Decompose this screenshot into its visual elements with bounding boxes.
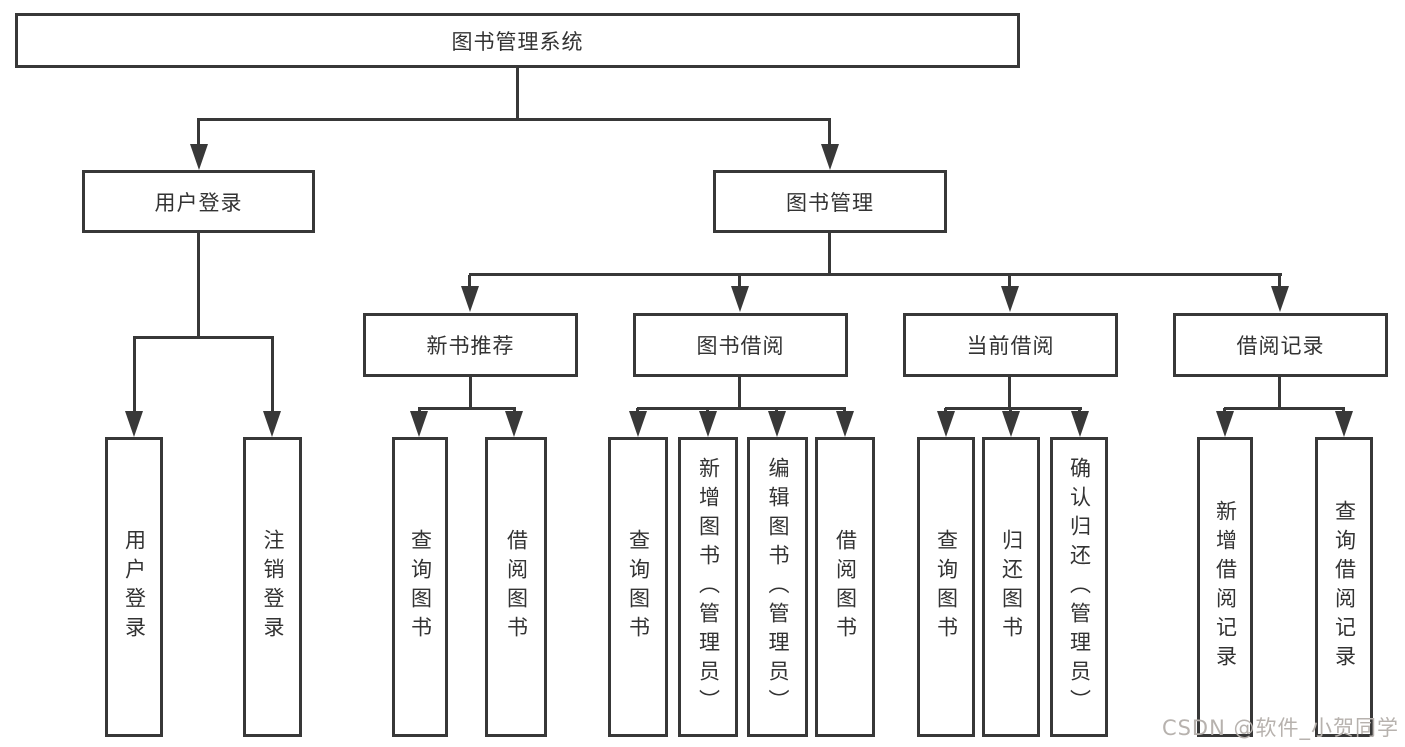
arrowhead-down-icon: [699, 411, 717, 437]
connector-stub: [1008, 377, 1011, 409]
node-leaf-user-login: 用户登录: [105, 437, 163, 737]
arrowhead-down-icon: [821, 144, 839, 170]
watermark: CSDN @软件_小贺同学: [1161, 716, 1399, 740]
node-user-login-label: 用户登录: [154, 190, 243, 215]
arrowhead-down-icon: [190, 144, 208, 170]
node-leaf-nbr-query-books-label: 查询图书: [408, 529, 433, 645]
node-leaf-bb-add-books-admin: 新增图书（管理员）: [678, 437, 738, 737]
connector-stem: [828, 120, 831, 146]
arrowhead-down-icon: [263, 411, 281, 437]
connector-stub: [469, 377, 472, 409]
connector-stub: [738, 377, 741, 409]
node-borrowing-records: 借阅记录: [1173, 313, 1388, 377]
connector-level2-rail: [469, 273, 1282, 276]
node-leaf-bb-borrow-books: 借阅图书: [815, 437, 875, 737]
arrowhead-down-icon: [629, 411, 647, 437]
connector-user-login-rail: [133, 336, 274, 339]
node-leaf-bb-edit-books-admin: 编辑图书（管理员）: [747, 437, 808, 737]
node-leaf-cb-return-books-label: 归还图书: [999, 529, 1024, 645]
arrowhead-down-icon: [1216, 411, 1234, 437]
node-new-book-recommend-label: 新书推荐: [426, 334, 515, 358]
node-book-borrowing-label: 图书借阅: [696, 334, 785, 358]
node-leaf-cb-return-books: 归还图书: [982, 437, 1040, 737]
arrowhead-down-icon: [836, 411, 854, 437]
node-leaf-bb-query-books-label: 查询图书: [626, 529, 651, 645]
connector-stem: [271, 338, 274, 412]
connector-rail: [945, 407, 1082, 410]
node-book-borrowing: 图书借阅: [633, 313, 848, 377]
arrowhead-down-icon: [1002, 411, 1020, 437]
node-leaf-cb-confirm-return-admin: 确认归还（管理员）: [1050, 437, 1108, 737]
node-leaf-cb-query-books-label: 查询图书: [934, 529, 959, 645]
node-current-borrowing-label: 当前借阅: [966, 334, 1055, 358]
node-borrowing-records-label: 借阅记录: [1236, 334, 1325, 358]
connector-stem: [468, 275, 471, 287]
connector-stem: [738, 275, 741, 287]
node-book-management: 图书管理: [713, 170, 947, 233]
node-leaf-cb-query-books: 查询图书: [917, 437, 975, 737]
node-user-login: 用户登录: [82, 170, 315, 233]
arrowhead-down-icon: [937, 411, 955, 437]
connector-stem: [197, 120, 200, 146]
connector-stem: [1008, 275, 1011, 287]
node-current-borrowing: 当前借阅: [903, 313, 1118, 377]
node-leaf-bb-borrow-books-label: 借阅图书: [833, 529, 858, 645]
connector-stem: [133, 338, 136, 412]
arrowhead-down-icon: [1001, 286, 1019, 312]
arrowhead-down-icon: [768, 411, 786, 437]
node-leaf-br-add-record-label: 新增借阅记录: [1213, 500, 1238, 674]
node-leaf-logout: 注销登录: [243, 437, 302, 737]
arrowhead-down-icon: [125, 411, 143, 437]
connector-book-mgmt-stub: [828, 233, 831, 275]
connector-user-login-stub: [197, 233, 200, 338]
node-leaf-cb-confirm-return-admin-label: 确认归还（管理员）: [1067, 456, 1092, 718]
node-new-book-recommend: 新书推荐: [363, 313, 578, 377]
connector-stub: [1278, 377, 1281, 409]
arrowhead-down-icon: [1335, 411, 1353, 437]
node-leaf-bb-add-books-admin-label: 新增图书（管理员）: [696, 456, 721, 718]
node-leaf-nbr-borrow-books-label: 借阅图书: [504, 529, 529, 645]
connector-level1-rail: [197, 118, 831, 121]
node-leaf-br-query-record: 查询借阅记录: [1315, 437, 1373, 737]
arrowhead-down-icon: [1071, 411, 1089, 437]
arrowhead-down-icon: [731, 286, 749, 312]
node-book-management-label: 图书管理: [786, 190, 874, 215]
arrowhead-down-icon: [461, 286, 479, 312]
connector-rail: [1224, 407, 1345, 410]
connector-root-stub: [516, 68, 519, 118]
connector-stem: [1278, 275, 1281, 287]
node-leaf-br-query-record-label: 查询借阅记录: [1332, 500, 1357, 674]
node-leaf-nbr-borrow-books: 借阅图书: [485, 437, 547, 737]
node-book-management-system: 图书管理系统: [15, 13, 1020, 68]
connector-rail: [637, 407, 846, 410]
node-book-management-system-label: 图书管理系统: [451, 29, 584, 54]
node-leaf-br-add-record: 新增借阅记录: [1197, 437, 1253, 737]
node-leaf-logout-label: 注销登录: [261, 529, 285, 645]
arrowhead-down-icon: [1271, 286, 1289, 312]
node-leaf-bb-edit-books-admin-label: 编辑图书（管理员）: [766, 456, 790, 718]
connector-rail: [418, 407, 516, 410]
arrowhead-down-icon: [410, 411, 428, 437]
node-leaf-nbr-query-books: 查询图书: [392, 437, 448, 737]
arrowhead-down-icon: [505, 411, 523, 437]
node-leaf-bb-query-books: 查询图书: [608, 437, 668, 737]
node-leaf-user-login-label: 用户登录: [122, 529, 147, 645]
